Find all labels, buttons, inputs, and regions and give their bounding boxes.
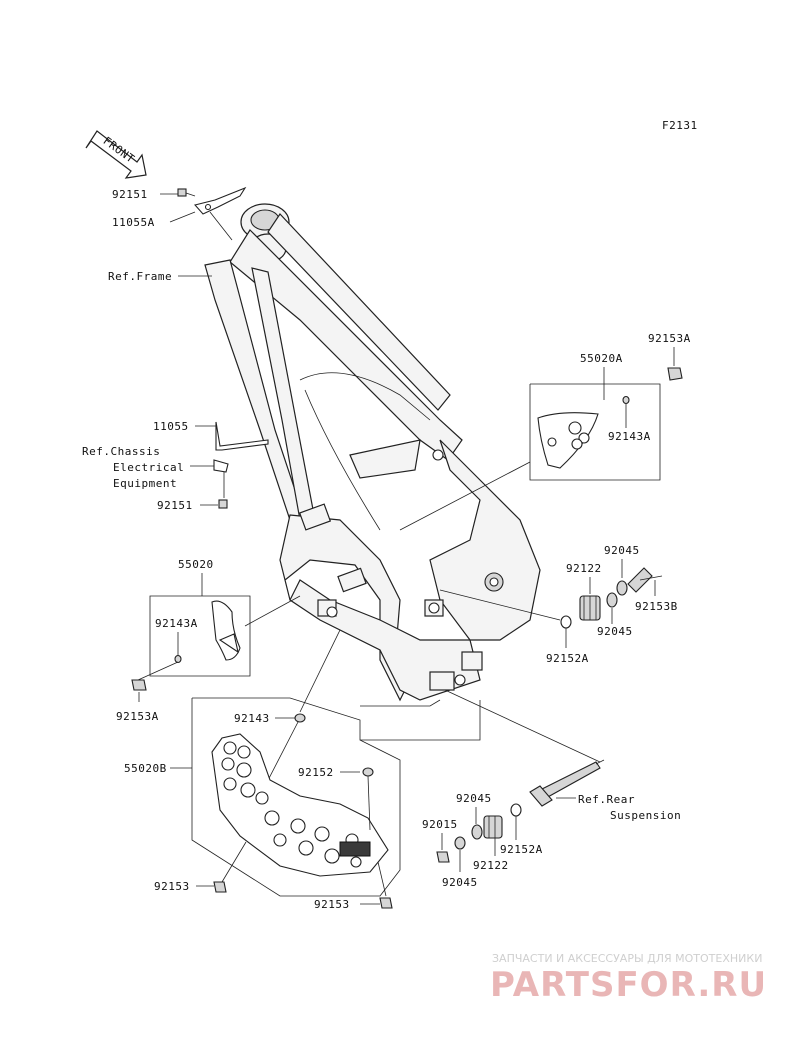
figure-code: F2131 [662,119,698,132]
pivot-shaft [529,759,605,807]
washer-92045-b [616,580,628,596]
bolt-92153B [627,567,663,593]
label-ref-chassis-2: Electrical [113,461,184,474]
label-55020: 55020 [178,558,214,571]
label-55020B: 55020B [124,762,167,775]
label-92143A-right: 92143A [608,430,651,443]
bolt-92151-top [177,188,196,197]
label-ref-chassis-1: Ref.Chassis [82,445,160,458]
label-92152A-b: 92152A [500,843,543,856]
bolt-92153-left [213,881,227,893]
label-92122-a: 92122 [566,562,602,575]
label-92152A-a: 92152A [546,652,589,665]
label-92153-left: 92153 [154,880,190,893]
label-92151-top: 92151 [112,188,148,201]
washer-92152A-a [560,615,572,629]
washer-92045-a [606,592,618,608]
bolt-92153A-right [667,367,683,381]
label-92045-b: 92045 [597,625,633,638]
bracket-11055A [193,186,247,215]
label-92045-a: 92045 [604,544,640,557]
washer-92143 [294,713,306,723]
label-92143A-left: 92143A [155,617,198,630]
clip-ref-chassis [213,459,229,473]
guard-55020A [537,412,599,469]
label-92153A-right: 92153A [648,332,691,345]
washer-92143A-right [622,395,630,405]
front-arrow-icon: FRONT [85,130,147,179]
washer-92045-d [454,836,466,850]
label-ref-rear-1: Ref.Rear [578,793,635,806]
label-11055A: 11055A [112,216,155,229]
label-ref-chassis-3: Equipment [113,477,177,490]
label-55020A: 55020A [580,352,623,365]
collar-92122-a [579,595,601,621]
label-ref-rear-2: Suspension [610,809,681,822]
washer-92152A-b [510,803,522,817]
washer-92143A-left [174,654,182,664]
washer-92045-c [471,824,483,840]
nut-92015 [436,851,450,863]
collar-92122-b [483,815,503,839]
label-11055: 11055 [153,420,189,433]
bolt-92153-bottom [379,897,393,909]
label-ref-frame: Ref.Frame [108,270,172,283]
label-92153B: 92153B [635,600,678,613]
guard-55020 [211,600,241,661]
label-92153A-left: 92153A [116,710,159,723]
bolt-92153A-left [131,679,147,691]
bolt-92151-mid [218,499,228,509]
watermark-tagline: ЗАПЧАСТИ И АКСЕССУАРЫ ДЛЯ МОТОТЕХНИКИ [492,952,762,965]
label-92143: 92143 [234,712,270,725]
label-92152: 92152 [298,766,334,779]
label-92153-bottom: 92153 [314,898,350,911]
frame-drawing [204,203,541,702]
label-92151-mid: 92151 [157,499,193,512]
label-92015: 92015 [422,818,458,831]
collar-92152 [362,767,374,777]
bracket-11055 [215,421,269,451]
label-92045-c: 92045 [456,792,492,805]
label-92122-b: 92122 [473,859,509,872]
watermark-brand: PARTSFOR.RU [490,965,767,1005]
label-92045-d: 92045 [442,876,478,889]
skid-plate-55020B [211,733,389,877]
